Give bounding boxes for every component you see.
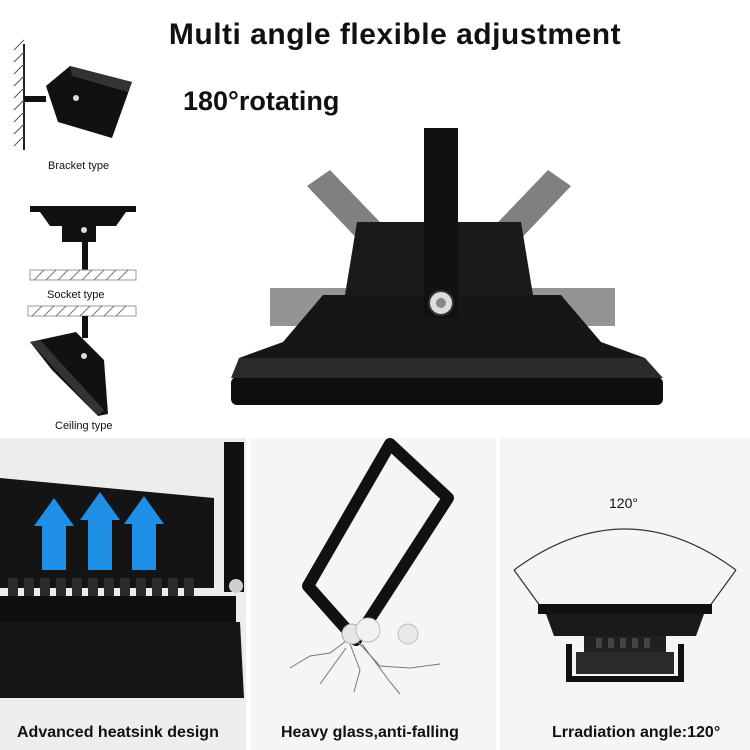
glass-caption: Heavy glass,anti-falling xyxy=(281,724,459,741)
heatsink-caption: Advanced heatsink design xyxy=(17,724,219,741)
heatsink-illustration xyxy=(0,442,244,698)
ceiling-type-icon xyxy=(27,305,137,416)
irradiation-caption: Lrradiation angle:120° xyxy=(552,724,721,741)
page-title: Multi angle flexible adjustment xyxy=(168,18,622,51)
bracket-type-label: Bracket type xyxy=(48,160,110,172)
glass-panel xyxy=(250,438,496,750)
floodlight-rotation-illustration xyxy=(231,128,663,405)
crack-lines xyxy=(289,637,441,695)
floodlight-frame xyxy=(231,377,663,405)
angle-value: 120° xyxy=(609,495,638,511)
irradiation-panel xyxy=(500,438,750,750)
mounting-types-illustration xyxy=(13,39,137,416)
rotation-subtitle: 180°rotating xyxy=(183,86,340,116)
glass-frame-illustration xyxy=(289,438,454,695)
socket-type-icon xyxy=(29,206,137,281)
socket-type-label: Socket type xyxy=(47,289,105,301)
bracket-type-icon xyxy=(13,39,132,150)
ceiling-type-label: Ceiling type xyxy=(55,420,113,432)
irradiation-illustration xyxy=(513,528,737,682)
heat-arrows xyxy=(34,492,164,570)
bracket-arm xyxy=(424,128,458,318)
